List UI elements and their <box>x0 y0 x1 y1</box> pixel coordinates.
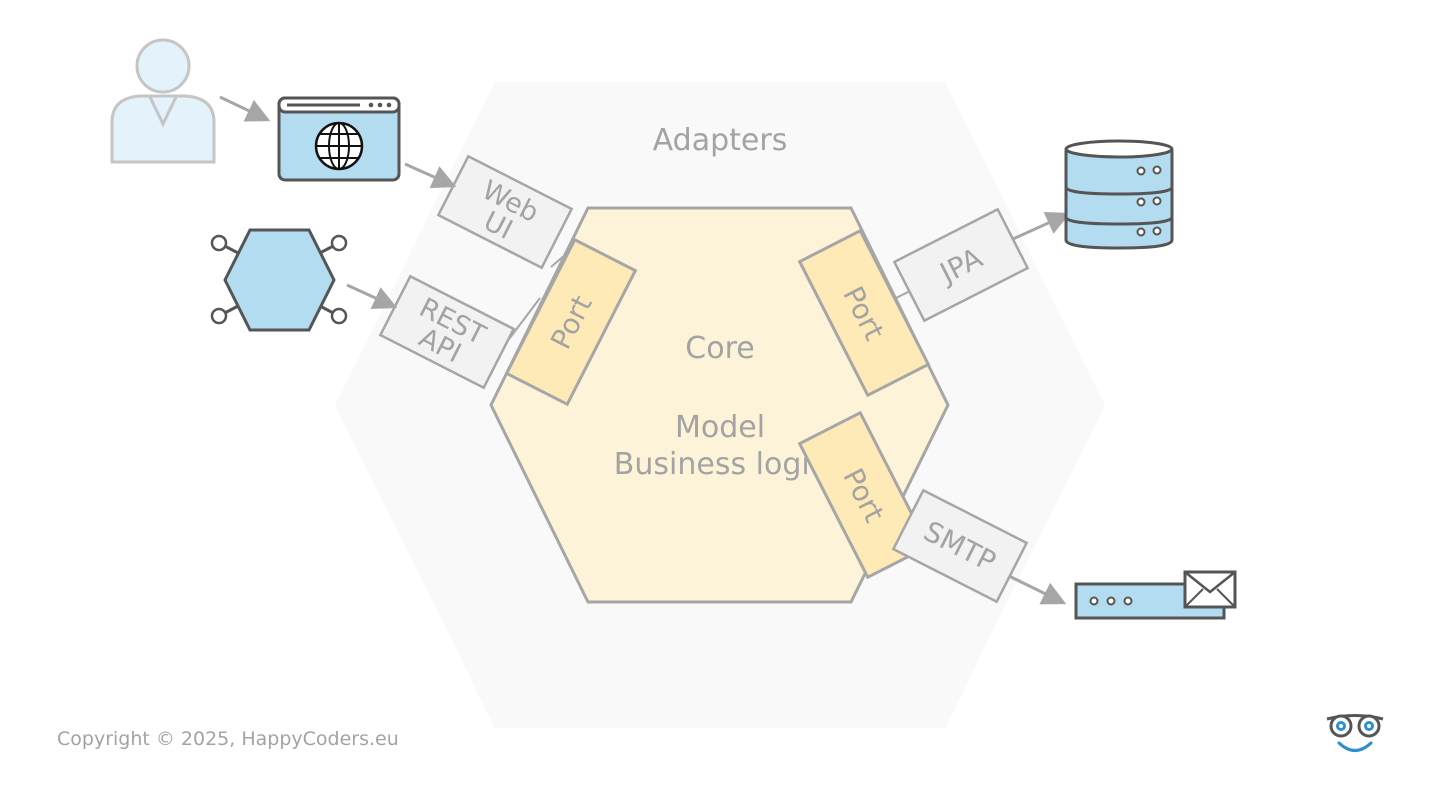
service-to-rest-api-arrow <box>346 283 398 309</box>
database-icon <box>1064 139 1174 250</box>
browser-to-web-ui-arrow <box>404 162 457 189</box>
right-top-port: Port <box>797 228 931 398</box>
core-label: Core <box>685 331 754 366</box>
user-icon <box>110 38 216 164</box>
adapters-label: Adapters <box>653 123 788 158</box>
user-to-browser-arrow <box>219 95 271 122</box>
right-bottom-port: Port <box>797 410 931 580</box>
envelope-icon <box>1183 570 1237 609</box>
glasses-smiley-logo <box>1326 714 1384 752</box>
globe-icon <box>314 121 364 171</box>
left-port: Port <box>504 237 638 407</box>
jpa-to-database-arrow <box>1012 211 1071 241</box>
smtp-adapter: SMTP <box>891 488 1029 604</box>
business-logic-label: Business logic <box>614 447 826 482</box>
copyright-text: Copyright © 2025, HappyCoders.eu <box>57 728 399 750</box>
smtp-to-mail-arrow <box>1008 574 1067 605</box>
port-to-jpa-line <box>895 290 911 299</box>
model-label: Model <box>675 410 765 445</box>
jpa-adapter: JPA <box>892 207 1030 323</box>
external-service-icon <box>210 228 348 332</box>
